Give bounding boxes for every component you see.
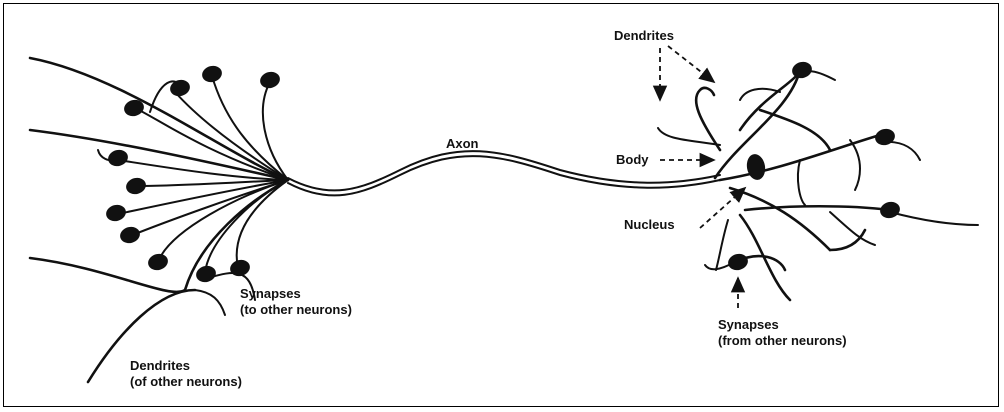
label-dendrites-other-sub: (of other neurons)	[130, 374, 242, 389]
label-synapses-from-sub: (from other neurons)	[718, 333, 847, 348]
axon	[288, 151, 720, 195]
terminal-node	[106, 148, 129, 169]
left-synapse-terminals	[104, 64, 281, 285]
label-synapses-to: Synapses	[240, 286, 301, 301]
label-dendrites-other: Dendrites	[130, 358, 190, 373]
terminal-node	[146, 252, 169, 273]
terminal-node	[118, 225, 141, 246]
terminal-node	[194, 264, 217, 285]
label-synapses-from: Synapses	[718, 317, 779, 332]
label-nucleus: Nucleus	[624, 217, 675, 232]
terminal-node	[228, 258, 251, 279]
terminal-node	[200, 64, 223, 85]
nucleus-node	[745, 153, 767, 182]
terminal-node	[726, 252, 749, 273]
label-axon: Axon	[446, 136, 479, 151]
label-synapses-to-sub: (to other neurons)	[240, 302, 352, 317]
terminal-node	[124, 176, 147, 197]
right-neuron-nodes	[726, 60, 901, 273]
right-neuron-dendrites	[658, 70, 978, 300]
terminal-node	[104, 203, 127, 224]
label-body: Body	[616, 152, 649, 167]
terminal-node	[258, 70, 281, 91]
terminal-node	[873, 127, 896, 148]
terminal-node	[878, 200, 901, 221]
label-dendrites-top: Dendrites	[614, 28, 674, 43]
